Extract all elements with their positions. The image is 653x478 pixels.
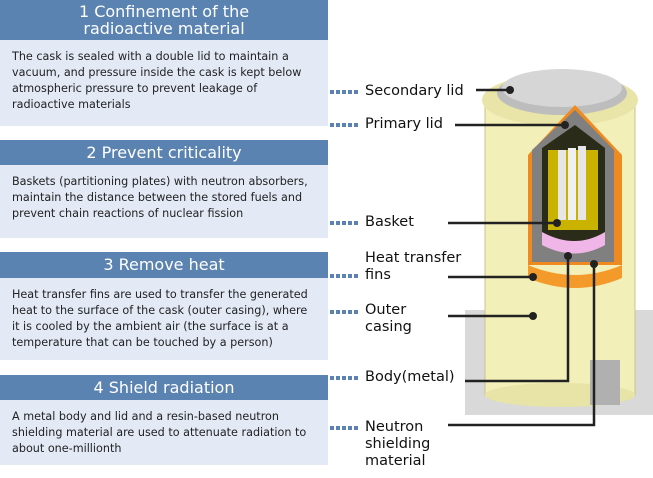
connector-dots bbox=[330, 426, 360, 430]
label-heat-fins-1: Heat transfer bbox=[365, 250, 462, 266]
connector-dots bbox=[330, 376, 360, 380]
connector-dots bbox=[330, 221, 360, 225]
label-body-metal: Body(metal) bbox=[365, 369, 455, 385]
label-basket: Basket bbox=[365, 214, 414, 230]
section-4-title: 4 Shield radiation bbox=[0, 375, 328, 400]
section-2-body: Baskets (partitioning plates) with neutr… bbox=[0, 165, 328, 238]
label-neutron-1: Neutron bbox=[365, 419, 424, 435]
section-3-title: 3 Remove heat bbox=[0, 252, 328, 278]
label-heat-fins-2: fins bbox=[365, 267, 391, 283]
section-1-title: 1 Confinement of the radioactive materia… bbox=[0, 0, 328, 40]
label-neutron-2: shielding bbox=[365, 436, 431, 452]
section-3-body: Heat transfer fins are used to transfer … bbox=[0, 278, 328, 360]
label-primary-lid: Primary lid bbox=[365, 116, 443, 132]
label-neutron-3: material bbox=[365, 453, 426, 469]
connector-dots bbox=[330, 310, 360, 314]
section-4-body: A metal body and lid and a resin-based n… bbox=[0, 400, 328, 465]
section-2-title: 2 Prevent criticality bbox=[0, 140, 328, 165]
label-outer-casing-2: casing bbox=[365, 319, 412, 335]
label-outer-casing-1: Outer bbox=[365, 302, 407, 318]
connector-dots bbox=[330, 274, 360, 278]
connector-dots bbox=[330, 123, 360, 127]
label-secondary-lid: Secondary lid bbox=[365, 83, 464, 99]
section-1-body: The cask is sealed with a double lid to … bbox=[0, 40, 328, 126]
connector-dots bbox=[330, 90, 360, 94]
